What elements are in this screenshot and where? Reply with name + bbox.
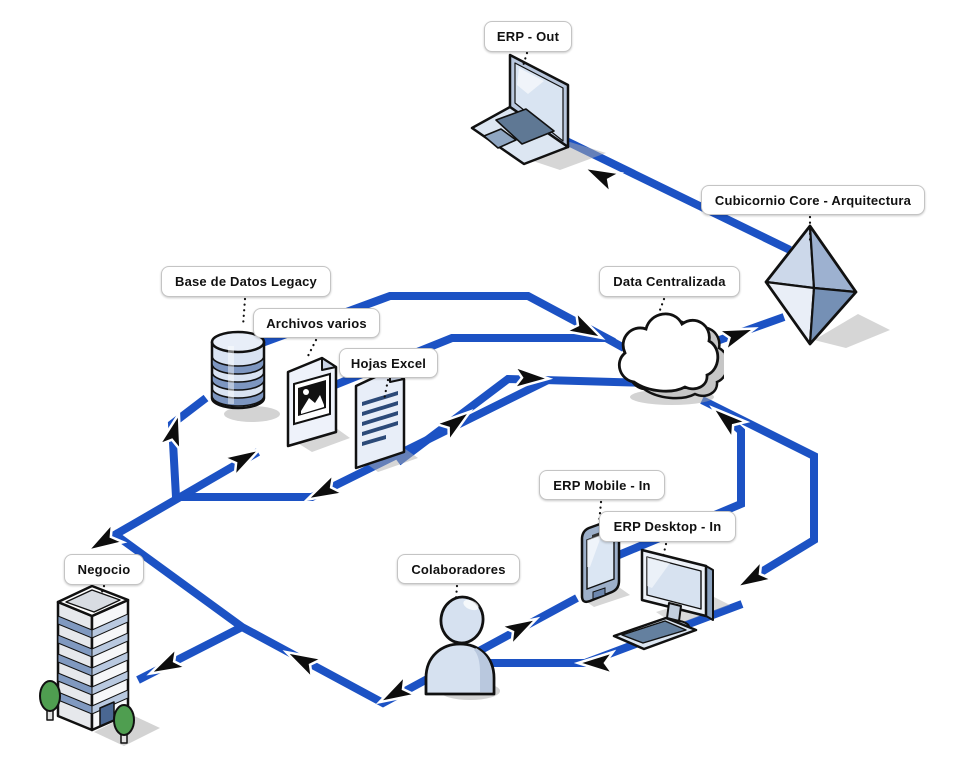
cloud-data-centralizada-icon [617, 312, 724, 406]
label-connector [658, 297, 666, 312]
building-negocio-icon [38, 584, 162, 748]
laptop-erp-out-icon [470, 53, 608, 172]
edge-cloud-to-desktop [700, 396, 818, 584]
label-connector [382, 378, 390, 402]
label-hojas-excel: Hojas Excel [339, 348, 438, 378]
label-archivos-varios: Archivos varios [253, 308, 380, 338]
label-erp-desktop-in: ERP Desktop - In [599, 511, 736, 542]
label-negocio: Negocio [64, 554, 144, 585]
database-legacy-icon [210, 330, 282, 424]
arrowhead-icon [300, 472, 345, 511]
label-erp-out: ERP - Out [484, 21, 572, 52]
edge-junction-to-archivos [103, 448, 261, 544]
arrowhead-icon [372, 674, 417, 714]
label-base-datos-legacy: Base de Datos Legacy [161, 266, 331, 297]
arrowhead-icon [716, 316, 760, 353]
label-connector [241, 297, 247, 328]
label-cubicornio-core: Cubicornio Core - Arquitectura [701, 185, 925, 215]
label-colaboradores: Colaboradores [397, 554, 520, 584]
label-connector [305, 338, 318, 360]
label-connector [661, 542, 668, 559]
label-connector [454, 584, 459, 601]
label-connector [100, 584, 106, 594]
edge-cubicornio-to-laptop [558, 134, 792, 254]
label-data-centralizada: Data Centralizada [599, 266, 740, 297]
node-icons [38, 53, 892, 748]
label-connector [521, 51, 529, 68]
label-erp-mobile-in: ERP Mobile - In [539, 470, 665, 500]
arrowhead-icon [143, 646, 188, 685]
desktop-erp-icon [612, 548, 732, 651]
